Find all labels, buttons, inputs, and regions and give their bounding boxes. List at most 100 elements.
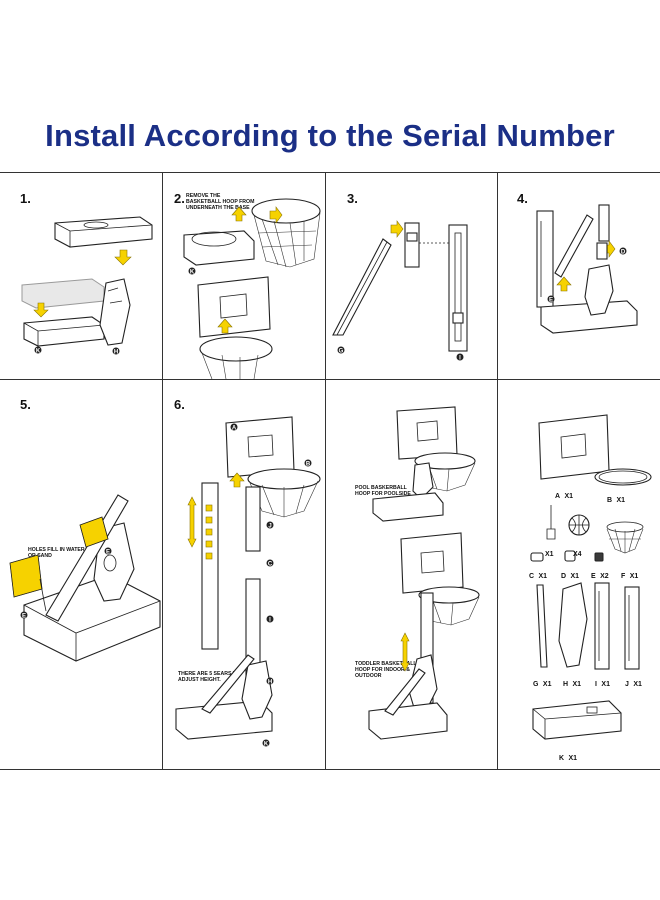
part-qty: X1 — [545, 551, 554, 558]
svg-text:K: K — [190, 270, 195, 276]
part-qty: X1 — [572, 681, 582, 688]
hoop-b-illustration — [247, 468, 321, 518]
part-letter: E — [591, 573, 596, 580]
step-5-note: HOLES FILL IN WATER OR SAND — [28, 547, 85, 559]
part-ball-icon — [568, 514, 590, 536]
part-label: A X1 — [555, 485, 573, 503]
part-qty: X1 — [629, 573, 639, 580]
part-qty: X1 — [538, 573, 548, 580]
parts-list-panel: A X1 B X1 X1 X4 C X1 D X1 E X2 F X1 — [497, 379, 660, 771]
step-3-illustration: G I — [332, 220, 468, 362]
part-i-pole-icon — [594, 582, 610, 670]
grid-divider — [325, 173, 326, 769]
part-label: J X1 — [625, 673, 642, 691]
part-qty: X4 — [573, 551, 582, 558]
step-1-illustration: K H — [21, 216, 153, 356]
part-j-pole-icon — [624, 586, 640, 670]
step-number: 1. — [20, 191, 31, 206]
part-letter: C — [529, 573, 535, 580]
part-letter: K — [559, 755, 565, 762]
part-k-base-icon — [532, 700, 622, 740]
part-a-backboard-icon — [538, 414, 610, 480]
svg-text:K: K — [264, 742, 269, 748]
svg-text:C: C — [268, 562, 273, 568]
part-letter: I — [595, 681, 597, 688]
step-2-illustration: K — [183, 198, 321, 379]
part-pump-icon — [546, 505, 556, 540]
tilted-base-illustration — [23, 494, 161, 662]
toddler-config-note: TODDLER BASKETBALL HOOP FOR INDOOR & OUT… — [355, 661, 417, 679]
step-4-panel: 4. D E — [497, 173, 660, 379]
part-label: F X1 — [621, 565, 638, 583]
base-with-ring-illustration — [183, 230, 255, 266]
part-label: X4 — [573, 543, 582, 561]
assembled-base-illustration — [540, 264, 638, 334]
svg-text:G: G — [339, 349, 344, 355]
pole-i-illustration — [448, 224, 468, 352]
step-6-note: THERE ARE 5 SEARS TO ADJUST HEIGHT. — [178, 671, 240, 683]
step-4-illustration: D E — [536, 204, 638, 334]
step-2-note: REMOVE THE BASKETBALL HOOP FROM UNDERNEA… — [186, 193, 255, 211]
svg-text:H: H — [268, 680, 272, 686]
step-5-panel: 5. HOLES FILL IN WATER OR SAND E E — [0, 379, 162, 771]
part-qty: X1 — [568, 755, 578, 762]
step-2-panel: 2. REMOVE THE BASKETBALL HOOP FROM UNDER… — [162, 173, 325, 379]
part-qty: X1 — [570, 573, 580, 580]
svg-text:H: H — [114, 350, 118, 356]
part-letter: A — [555, 493, 561, 500]
svg-text:E: E — [106, 550, 110, 556]
svg-text:E: E — [22, 614, 26, 620]
svg-text:A: A — [232, 426, 237, 432]
grid-divider — [162, 173, 163, 769]
step-number: 3. — [347, 191, 358, 206]
base-part-illustration — [54, 216, 153, 248]
part-label: K X1 — [559, 747, 577, 765]
part-label: G X1 — [533, 673, 551, 691]
page-title: Install According to the Serial Number — [45, 118, 615, 153]
svg-text:B: B — [306, 462, 311, 468]
part-h-upright-icon — [558, 582, 588, 668]
part-label: E X2 — [591, 565, 609, 583]
part-c-icon — [530, 552, 544, 562]
pool-hoop-illustration — [372, 406, 476, 522]
part-e-icon — [594, 552, 604, 562]
svg-text:D: D — [621, 250, 626, 256]
part-letter: B — [607, 497, 613, 504]
step-number: 5. — [20, 397, 31, 412]
base-k-illustration — [175, 654, 273, 740]
base-k-illustration — [23, 316, 105, 347]
svg-text:J: J — [268, 524, 271, 530]
connector-tube-illustration — [404, 222, 420, 268]
support-brace-g-illustration — [332, 238, 392, 336]
grid-divider — [0, 379, 660, 380]
part-label: X1 — [545, 543, 554, 561]
part-label: I X1 — [595, 673, 610, 691]
svg-text:K: K — [36, 349, 41, 355]
part-qty: X1 — [542, 681, 552, 688]
step-3-panel: 3. G I — [325, 173, 497, 379]
part-label: B X1 — [607, 489, 625, 507]
part-qty: X1 — [633, 681, 642, 688]
part-qty: X2 — [600, 573, 609, 580]
assembled-pole-illustration — [536, 204, 610, 308]
instruction-grid: 1. K H 2. REMOVE T — [0, 172, 660, 770]
backboard-illustration — [197, 276, 273, 379]
yellow-container-bottom-illustration — [9, 554, 47, 612]
part-letter: G — [533, 681, 539, 688]
step-number: 4. — [517, 191, 528, 206]
configurations-illustration — [368, 406, 480, 740]
part-letter: D — [561, 573, 567, 580]
part-b-rim-icon — [594, 468, 652, 486]
pool-config-note: POOL BASKERBALL HOOP FOR POOLSIDE — [355, 485, 411, 497]
svg-text:I: I — [459, 356, 461, 362]
part-label: H X1 — [563, 673, 581, 691]
step-6-panel: 6. THERE ARE 5 SEARS TO ADJUST HEIGHT. A… — [162, 379, 325, 771]
upright-h-illustration — [99, 278, 131, 346]
step-number: 6. — [174, 397, 185, 412]
step-5-illustration: E E — [9, 494, 161, 662]
part-letter: J — [625, 681, 629, 688]
part-qty: X1 — [616, 497, 626, 504]
part-qty: X1 — [601, 681, 610, 688]
step-6-illustration: A B J C I — [175, 416, 321, 748]
hoop-with-net-illustration — [251, 198, 321, 268]
